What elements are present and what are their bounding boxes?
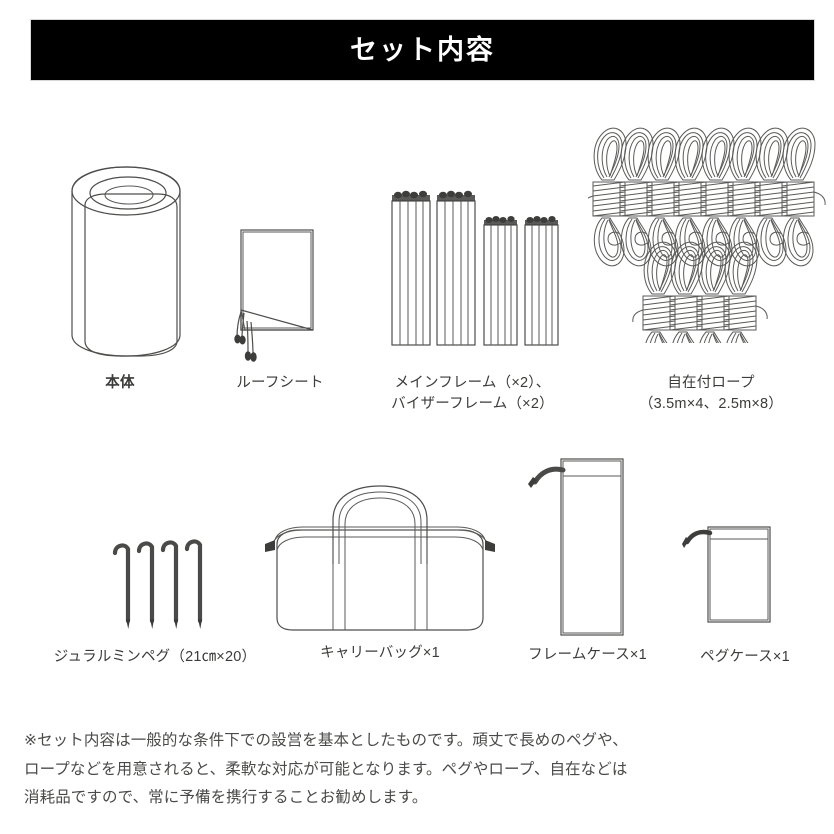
- footnote-line-2: ロープなどを用意されると、柔軟な対応が可能となります。ペグやロープ、自在などは: [24, 760, 628, 778]
- item-label-ropes: 自在付ロープ （3.5m×4、2.5m×8）: [638, 375, 784, 413]
- item-roof-sheet: ルーフシート: [205, 145, 355, 410]
- peg-case-icon: [682, 515, 807, 630]
- item-ropes: 自在付ロープ （3.5m×4、2.5m×8）: [588, 118, 834, 412]
- item-pegs: ジュラルミンペグ（21㎝×20）: [15, 505, 295, 690]
- item-carry-bag: キャリーバッグ×1: [255, 478, 505, 690]
- page-title: セット内容: [350, 34, 495, 65]
- rolled-tent-body-icon: [50, 145, 200, 370]
- item-label-frame-case: フレームケース×1: [528, 647, 647, 663]
- item-label-frames: メインフレーム（×2）、 バイザーフレーム（×2）: [391, 375, 554, 413]
- footnote-line-3: 消耗品ですので、常に予備を携行することお勧めします。: [24, 789, 428, 807]
- duralumin-pegs-icon: [100, 523, 210, 633]
- item-peg-case: ペグケース×1: [670, 505, 820, 690]
- item-label-main-body: 本体: [105, 375, 135, 391]
- item-label-peg-case: ペグケース×1: [700, 649, 790, 665]
- item-label-pegs: ジュラルミンペグ（21㎝×20）: [53, 649, 257, 665]
- frame-case-icon: [525, 450, 650, 645]
- footnote-line-1: ※セット内容は一般的な条件下での設営を基本としたものです。頑丈で長めのペグや、: [24, 732, 628, 749]
- carry-bag-icon: [255, 478, 505, 643]
- item-frame-case: フレームケース×1: [505, 450, 670, 690]
- guy-ropes-icon: [588, 118, 834, 343]
- item-label-roof-sheet: ルーフシート: [236, 375, 324, 391]
- item-frames: メインフレーム（×2）、 バイザーフレーム（×2）: [355, 145, 590, 412]
- frame-poles-icon: [380, 187, 565, 352]
- roof-sheet-icon: [223, 225, 343, 370]
- item-main-body: 本体: [20, 145, 220, 410]
- footnote-note: ※セット内容は一般的な条件下での設営を基本としたものです。頑丈で長めのペグや、 …: [24, 727, 814, 813]
- section-banner: セット内容: [30, 19, 815, 81]
- item-label-carry-bag: キャリーバッグ×1: [320, 645, 440, 661]
